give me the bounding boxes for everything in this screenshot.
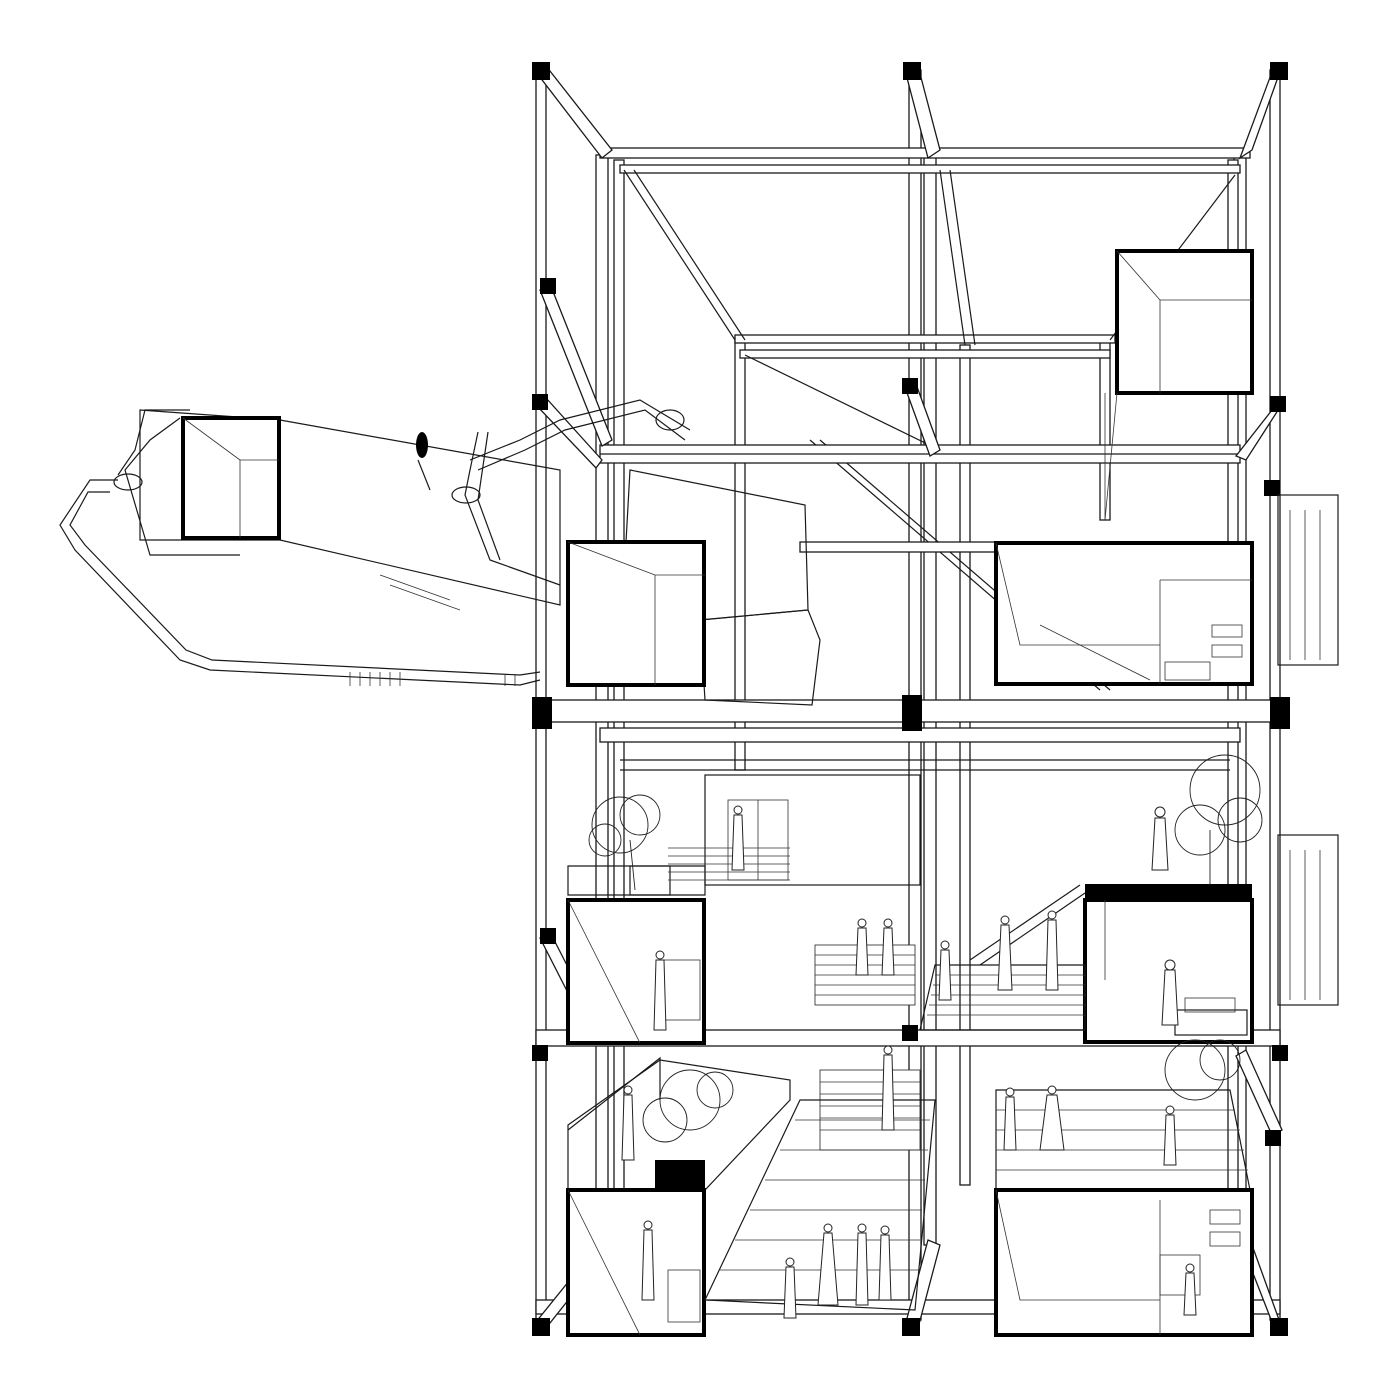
lower-modules [566,774,1254,1337]
tree-icon [588,754,1263,1143]
beam-top-rear-2 [619,164,1241,174]
person-figure-icon [621,805,1197,1319]
module-mid-right [994,541,1254,686]
column-rear-middle-2 [959,344,971,1186]
module-mid-left [566,540,706,687]
upper-modules [566,249,1254,706]
module-bottom-left [566,1188,706,1337]
beam-deep-upper-2 [739,349,1111,359]
beam-top-rear [599,147,1251,159]
stair-icon [814,944,921,1151]
column-front-left [535,69,547,1321]
module-bottom-right [994,1188,1254,1337]
module-top-right [1115,249,1254,395]
module-lower-left [566,898,706,1045]
beam-deep-upper [734,334,1116,344]
side-crane-units [1277,494,1339,1006]
robotic-crane-arm-icon [59,399,691,686]
